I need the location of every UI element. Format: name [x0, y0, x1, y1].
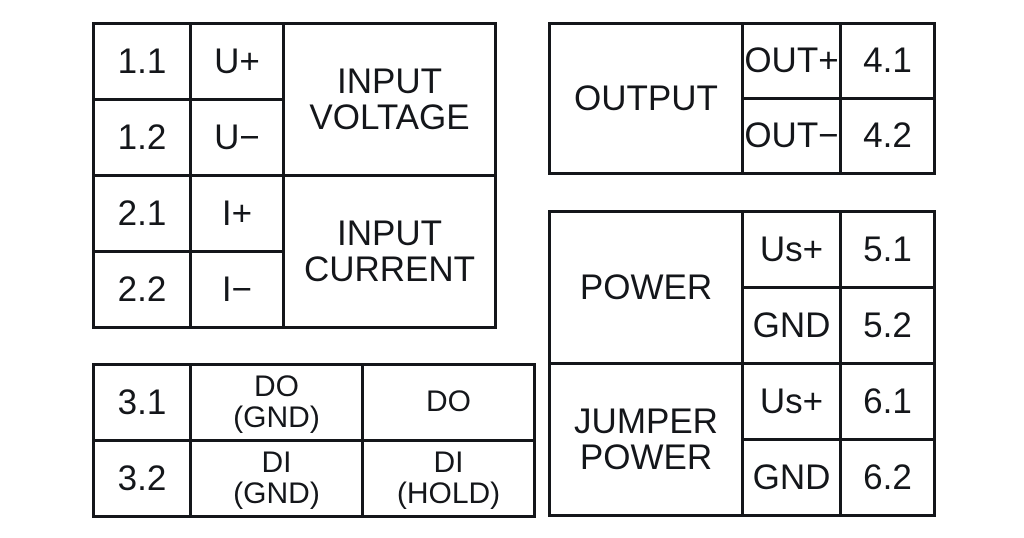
group-label-line1: JUMPER [574, 401, 718, 441]
group-label-line2: POWER [579, 437, 713, 477]
signal-name-sub: (GND) [233, 400, 320, 434]
table-row: 2.1 I+ INPUT CURRENT [92, 174, 497, 329]
group-label-line1: INPUT [337, 213, 442, 253]
output-terminals-table: OUTPUT OUT+ 4.1 OUT− 4.2 [548, 22, 936, 175]
signal-name-cell: OUT+ [741, 22, 842, 100]
signal-name-cell: Us+ [741, 210, 842, 289]
signal-name-cell: GND [741, 286, 842, 365]
pin-number-cell: 1.2 [92, 98, 192, 177]
group-label-line2: VOLTAGE [309, 97, 470, 137]
signal-name-cell: DO (GND) [189, 363, 364, 442]
signal-name-main: DI [261, 445, 292, 479]
pin-number-cell: 3.1 [92, 363, 192, 442]
pin-number-cell: 4.2 [839, 97, 936, 175]
signal-name-sub: (GND) [233, 476, 320, 510]
signal-name-cell: I+ [189, 174, 285, 253]
function-main: DI [433, 445, 464, 479]
pin-number-cell: 4.1 [839, 22, 936, 100]
pin-number-cell: 2.1 [92, 174, 192, 253]
table-row: GND 6.2 [550, 438, 936, 517]
pin-number-cell: 6.1 [839, 362, 936, 441]
group-label-cell: INPUT CURRENT [282, 174, 497, 329]
table-row: GND 5.2 [550, 286, 936, 365]
pin-number-cell: 1.1 [92, 22, 192, 101]
table-row: 1.2 U− [92, 98, 496, 177]
signal-name-cell: OUT− [741, 97, 842, 175]
group-label-cell: INPUT VOLTAGE [282, 22, 497, 177]
signal-name-cell: GND [741, 438, 842, 517]
table-row: 1.1 U+ INPUT VOLTAGE [92, 22, 497, 177]
signal-name-cell: Us+ [741, 362, 842, 441]
group-label-cell: OUTPUT [548, 22, 744, 175]
table-row: 3.2 DI (GND) DI (HOLD) [92, 439, 536, 518]
group-label-line2: CURRENT [303, 249, 476, 289]
signal-name-cell: DI (GND) [189, 439, 364, 518]
function-main: DO [426, 385, 471, 419]
group-label-cell: JUMPER POWER [548, 362, 744, 517]
function-cell: DO [361, 363, 536, 442]
digital-io-terminals-table: 3.1 DO (GND) DO 3.2 DI [92, 363, 536, 518]
group-label-line1: INPUT [337, 61, 442, 101]
input-terminals-table: 1.1 U+ INPUT VOLTAGE 1.2 U− 2.1 I+ I [92, 22, 497, 329]
power-terminals-table: POWER Us+ 5.1 GND 5.2 JUMPER POWER Us+ 6… [548, 210, 936, 517]
table-row: 2.2 I− [92, 250, 496, 329]
function-sub: (HOLD) [396, 476, 501, 510]
pin-number-cell: 3.2 [92, 439, 192, 518]
table-row: 3.1 DO (GND) DO [92, 363, 536, 442]
table-row: OUTPUT OUT+ 4.1 [548, 22, 936, 175]
pin-number-cell: 6.2 [839, 438, 936, 517]
function-cell: DI (HOLD) [361, 439, 536, 518]
signal-name-cell: U+ [189, 22, 285, 101]
signal-name-cell: U− [189, 98, 285, 177]
signal-name-cell: I− [189, 250, 285, 329]
signal-name-main: DO [254, 369, 299, 403]
pin-number-cell: 5.2 [839, 286, 936, 365]
pin-number-cell: 5.1 [839, 210, 936, 289]
table-row: JUMPER POWER Us+ 6.1 [548, 362, 936, 517]
pin-number-cell: 2.2 [92, 250, 192, 329]
table-row: POWER Us+ 5.1 [548, 210, 936, 365]
group-label-cell: POWER [548, 210, 744, 365]
table-row: OUT− 4.2 [550, 97, 936, 175]
